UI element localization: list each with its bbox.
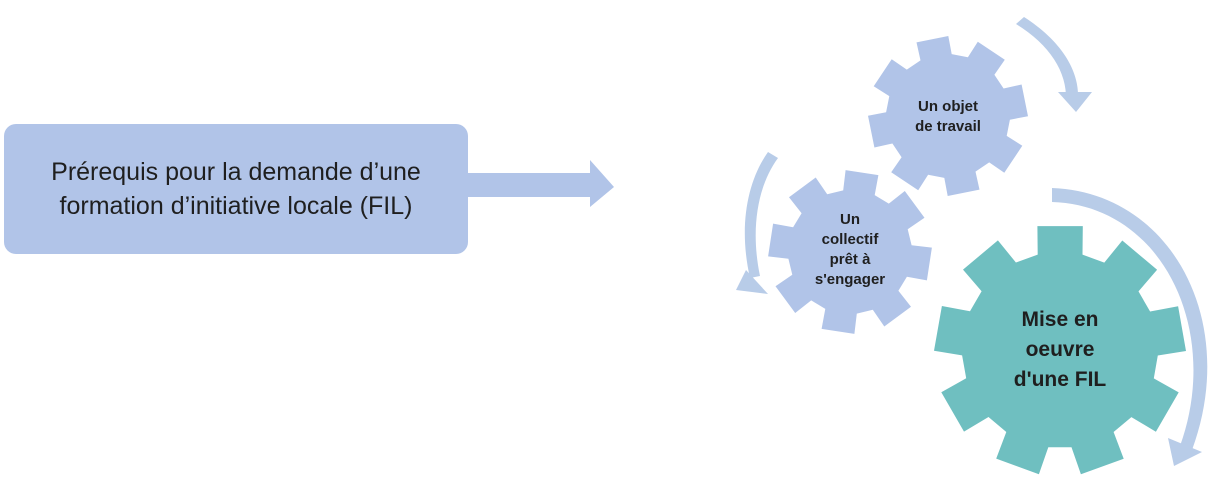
gear-top <box>868 36 1028 196</box>
prerequisite-text: Prérequis pour la demande d’une formatio… <box>51 158 421 220</box>
cycle-arrow-right <box>1052 188 1208 466</box>
gear-top-label: Un objet de travail <box>898 92 998 142</box>
cycle-arrow-top <box>1016 17 1092 112</box>
gear-left-text: Un collectif prêt à s'engager <box>814 211 886 288</box>
gear-main-label: Mise en oeuvre d'une FIL <box>990 295 1130 405</box>
gear-main-text: Mise en oeuvre d'une FIL <box>1013 308 1107 391</box>
prerequisite-box: Prérequis pour la demande d’une formatio… <box>4 124 468 254</box>
cycle-arrow-left <box>736 152 778 294</box>
gear-left-label: Un collectif prêt à s'engager <box>800 200 900 300</box>
gear-left <box>768 170 932 334</box>
gear-main <box>934 226 1186 475</box>
gear-top-text: Un objet de travail <box>915 98 981 135</box>
flow-arrow <box>468 160 614 207</box>
